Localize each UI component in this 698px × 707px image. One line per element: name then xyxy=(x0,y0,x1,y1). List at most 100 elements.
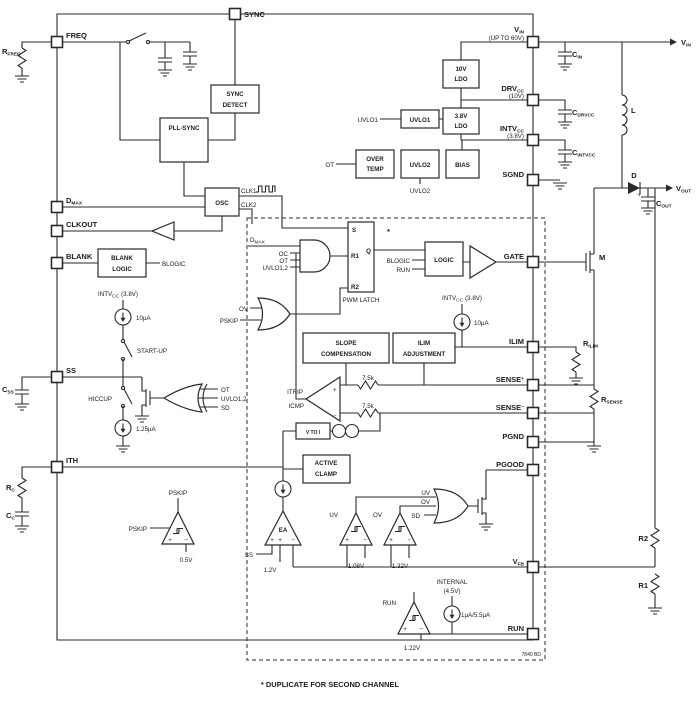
pin-ilim xyxy=(526,340,540,354)
slope-comp-label: SLOPE xyxy=(336,340,357,347)
pin-label-freq: FREQ xyxy=(66,31,87,40)
css-label: CSS xyxy=(2,385,15,396)
run-current-source xyxy=(443,605,461,623)
blogic-out-label: BLOGIC xyxy=(162,261,186,268)
pin-label-sgnd: SGND xyxy=(502,170,524,179)
part-ref: 7840 BD xyxy=(522,652,542,658)
ea-plus1: + xyxy=(270,537,274,544)
pin-label-dmax: DMAX xyxy=(66,196,83,207)
pin-vin xyxy=(526,35,540,49)
ot-signal-label: OT xyxy=(325,162,334,169)
icmp-label: ICMP xyxy=(289,403,304,410)
blank-logic-label2: LOGIC xyxy=(112,266,132,273)
run-cmp-label: RUN xyxy=(383,600,396,607)
ground-icon xyxy=(640,207,656,215)
blocks xyxy=(97,59,480,484)
pin-label-drvcc: DRVCC xyxy=(501,84,524,95)
switch-contact xyxy=(125,39,131,45)
uvlo2-signal-label: UVLO2 xyxy=(410,188,431,195)
shutdown-gate xyxy=(162,383,204,413)
current-source-10ua xyxy=(114,308,132,326)
r75k-label-2: 7.5k xyxy=(362,403,375,410)
ea-minus: − xyxy=(291,537,295,544)
pin-clkout xyxy=(50,224,64,238)
uvlo2-block xyxy=(400,149,440,179)
capacitor xyxy=(182,51,198,57)
inductor-label: L xyxy=(631,106,636,115)
rilim-label: RILIM xyxy=(583,339,598,350)
current-1u55u-label: 1µA/5.5µA xyxy=(461,612,491,619)
blank-logic-block xyxy=(97,248,147,278)
pin-dmax xyxy=(50,200,64,214)
switch-contact xyxy=(120,356,126,362)
startup-switch-blade xyxy=(123,341,133,358)
pin-pgood xyxy=(526,463,540,477)
ov-comparator xyxy=(383,511,417,546)
ov-cmp-label: OV xyxy=(373,512,383,519)
ilim-adj-label: ILIM xyxy=(418,340,430,347)
rsense-label: RSENSE xyxy=(601,395,623,406)
wires-softstart xyxy=(62,300,218,446)
clkout-buffer xyxy=(150,221,175,241)
pin-note-drvcc: (10V) xyxy=(509,93,524,100)
latch-r1-label: R1 xyxy=(351,253,359,260)
osc-label: OSC xyxy=(215,200,229,207)
asterisk-marker: * xyxy=(387,227,390,236)
pll-sync-block xyxy=(159,117,209,163)
latch-s-label: S xyxy=(352,227,356,234)
pin-label-ith: ITH xyxy=(66,456,78,465)
cdrvcc-label: CDRVCC xyxy=(572,108,595,119)
current-10ua-right-label: 10µA xyxy=(474,320,489,327)
v-to-i-block xyxy=(295,422,331,440)
pin-label-clkout: CLKOUT xyxy=(66,220,98,229)
ea-current-source xyxy=(274,480,292,498)
pins xyxy=(50,7,540,641)
switch-contact xyxy=(145,39,151,45)
pskip-in-label: PSKIP xyxy=(129,526,147,533)
ot-label: OT xyxy=(279,258,288,265)
pll-sync-label: PLL-SYNC xyxy=(169,125,200,132)
capacitor-cc xyxy=(14,511,30,517)
pin-label-gate: GATE xyxy=(504,252,524,261)
pwm-latch-block xyxy=(347,221,375,293)
slope-comp-label2: COMPENSATION xyxy=(321,351,372,358)
pin-label-ilim: ILIM xyxy=(509,337,524,346)
pin-ith xyxy=(50,460,64,474)
pskip-orgate-label: PSKIP xyxy=(220,318,238,325)
freq-switch-blade xyxy=(128,32,147,42)
pin-pgnd xyxy=(526,435,540,449)
itrip-label: ITRIP xyxy=(287,389,303,396)
ground-icon xyxy=(478,523,494,531)
sync-detect-label: SYNC xyxy=(226,91,244,98)
pin-run xyxy=(526,627,540,641)
pin-blank xyxy=(50,256,64,270)
over-temp-label2: TEMP xyxy=(366,166,383,173)
ldo38-label2: LDO xyxy=(454,123,467,130)
r1-label: R1 xyxy=(638,581,648,590)
capacitor-css xyxy=(14,389,30,395)
ground-icon xyxy=(14,525,30,533)
pin-freq xyxy=(50,35,64,49)
clk1-label: CLK1 xyxy=(241,188,257,195)
current-source-1p25ua xyxy=(114,419,132,437)
symbols xyxy=(14,32,677,635)
uv-cmp-label: UV xyxy=(329,512,338,519)
ldo-10v-block xyxy=(442,59,480,89)
wires-current-sense xyxy=(340,304,528,414)
pin-label-intvcc: INTVCC xyxy=(500,124,525,135)
ground-icon xyxy=(115,445,131,453)
ground-icon xyxy=(14,403,30,411)
capacitor xyxy=(157,57,173,63)
ov-orgate-label: OV xyxy=(239,306,249,313)
error-amplifier xyxy=(264,509,302,546)
pgood-uv-label: UV xyxy=(421,490,430,497)
labels: SYNC FREQ DMAX CLKOUT BLANK SS ITH VIN (… xyxy=(2,10,691,689)
bias-block xyxy=(445,149,480,179)
pin-gate xyxy=(526,255,540,269)
switch-contact xyxy=(120,338,126,344)
logic-label: LOGIC xyxy=(434,257,454,264)
v-to-i-mirror-circle xyxy=(331,423,347,439)
gate-driver xyxy=(469,244,498,280)
pin-label-sense-minus: SENSE− xyxy=(496,403,524,412)
